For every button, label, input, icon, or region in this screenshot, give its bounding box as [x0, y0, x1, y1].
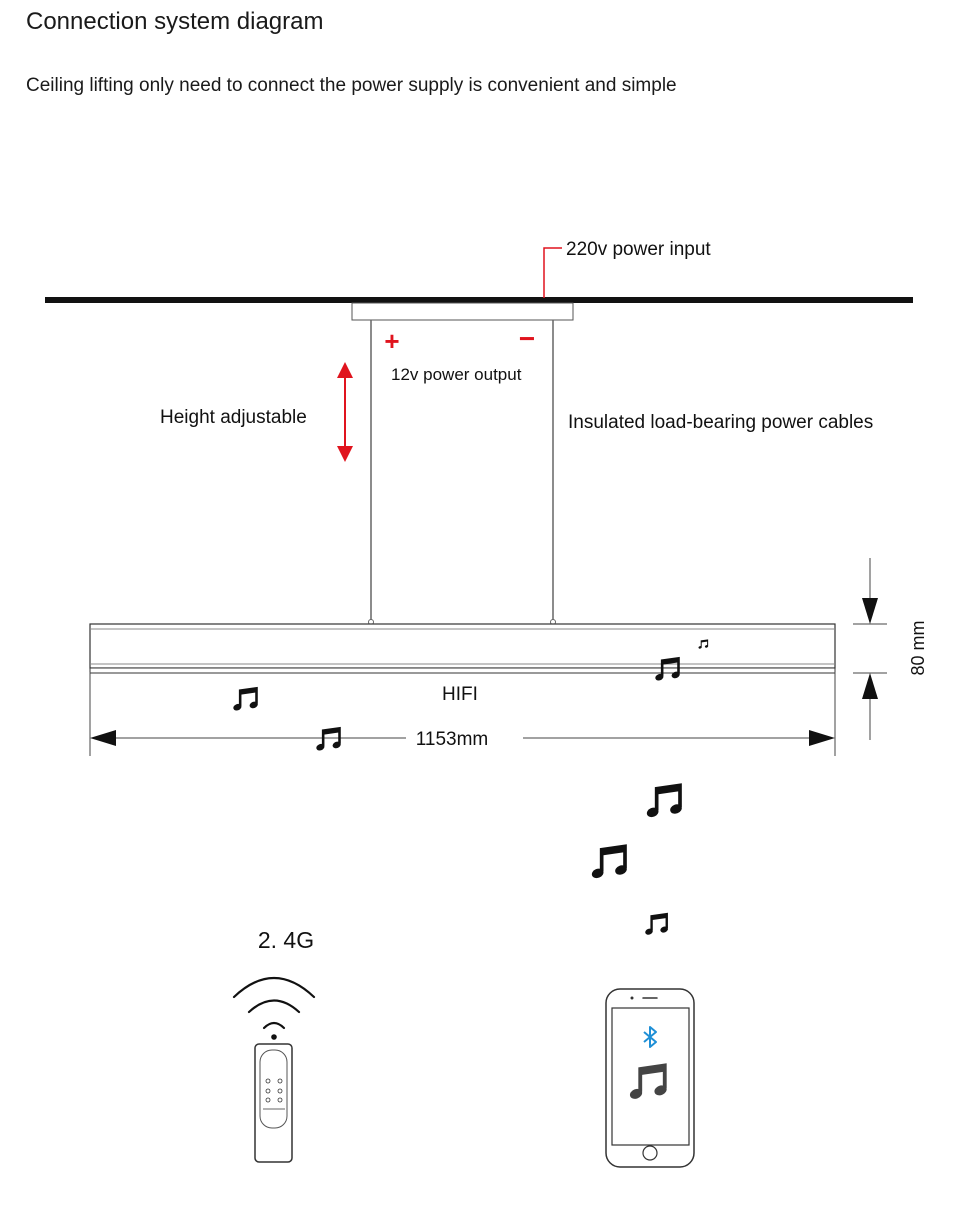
page-subtitle: Ceiling lifting only need to connect the… — [26, 75, 677, 96]
width-dimension — [89, 672, 836, 756]
minus-sign: − — [519, 323, 535, 354]
height-label: 80 mm — [908, 620, 928, 675]
music-note-icon — [315, 727, 343, 754]
wireless-label: 2. 4G — [258, 927, 314, 953]
bluetooth-icon — [643, 1026, 657, 1048]
signal-dot — [271, 1034, 277, 1040]
music-note-icon — [645, 783, 685, 821]
music-note-icon — [232, 687, 260, 714]
page-title: Connection system diagram — [26, 8, 324, 35]
power-input-leader — [543, 247, 562, 298]
remote-control-icon — [254, 1043, 293, 1163]
power-input-label: 220v power input — [566, 239, 711, 260]
wireless-signal-icon — [232, 977, 316, 1030]
cables-label: Insulated load-bearing power cables — [568, 412, 873, 433]
power-output-label: 12v power output — [391, 365, 522, 384]
music-note-icon — [590, 844, 630, 882]
smartphone-icon — [605, 988, 695, 1168]
height-adjust-arrow — [337, 362, 353, 462]
height-adjustable-label: Height adjustable — [160, 407, 307, 428]
hifi-label: HIFI — [442, 684, 478, 705]
speaker-bar — [89, 623, 836, 674]
music-note-icon — [644, 912, 670, 938]
ceiling-canopy — [351, 302, 574, 321]
plus-sign: + — [384, 326, 399, 356]
height-dimension — [853, 558, 887, 740]
length-label: 1153mm — [416, 729, 489, 750]
